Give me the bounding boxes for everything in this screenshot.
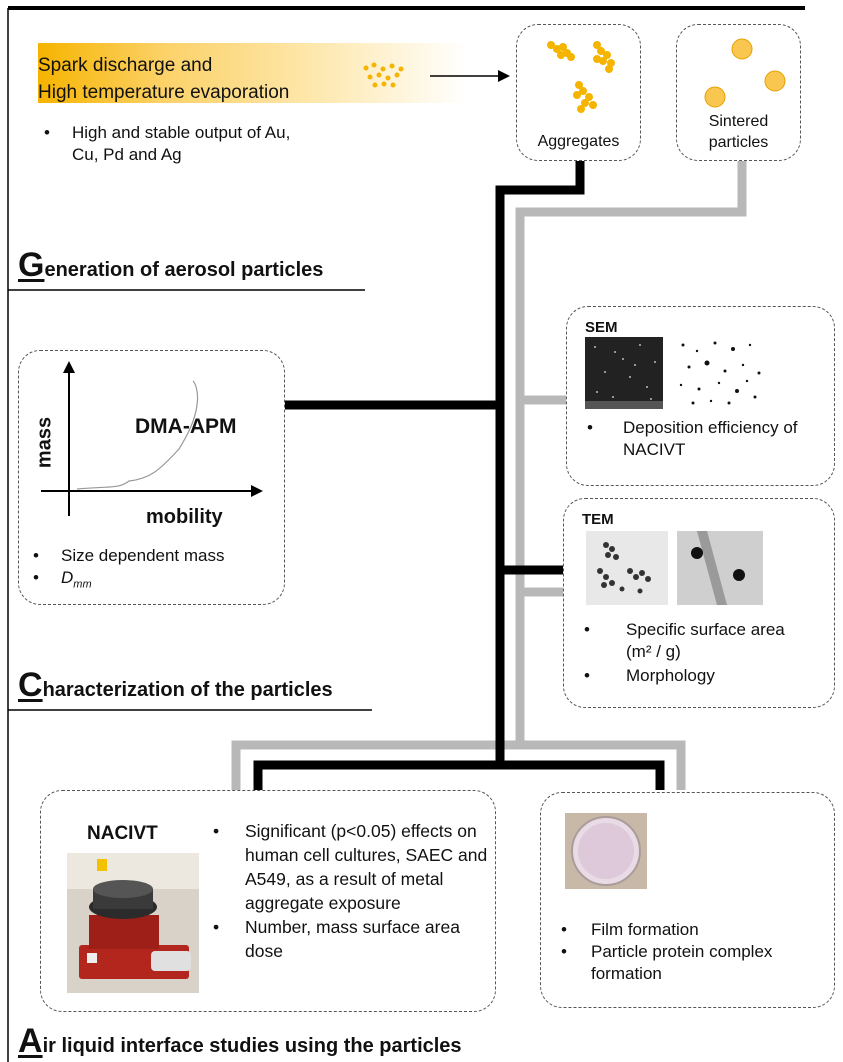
film-bullet-film-formation: Film formation [555, 919, 830, 941]
generation-bullets: High and stable output of Au, Cu, Pd and… [38, 122, 318, 166]
arrow-right-icon [430, 70, 510, 82]
dmm-subscript: mm [73, 578, 92, 591]
nacivt-bullet-dose: Number, mass surface area dose [207, 915, 491, 963]
tem-image-aggregates [586, 531, 668, 605]
dma-apm-bullets: Size dependent mass Dmm [27, 545, 277, 595]
petri-dish-photo [565, 813, 647, 889]
nacivt-box: NACIVT Significant (p<0.05) effects on h… [40, 790, 496, 1012]
film-box: Film formation Particle protein complex … [540, 792, 835, 1008]
source-label: Spark discharge and High temperature eva… [38, 52, 289, 106]
dmm-symbol: D [61, 568, 74, 587]
nacivt-label: NACIVT [87, 823, 158, 844]
dma-apm-box: DMA-APM mass mobility Size dependent mas… [18, 350, 285, 605]
dma-bullet-size-mass: Size dependent mass [27, 545, 277, 567]
ali-title: Air liquid interface studies using the p… [18, 1022, 462, 1061]
ali-title-rest: ir liquid interface studies using the pa… [42, 1035, 462, 1057]
aggregates-icon [547, 41, 615, 113]
ali-title-initial: A [18, 1022, 43, 1060]
mass-mobility-plot [41, 361, 263, 516]
source-line-1: Spark discharge and [38, 55, 213, 76]
sem-image-binary [675, 337, 765, 409]
sem-image-dark [585, 337, 663, 409]
dma-bullet-dmm: Dmm [27, 567, 277, 595]
film-bullets: Film formation Particle protein complex … [555, 919, 830, 985]
tem-bullet-morphology: Morphology [578, 665, 828, 687]
source-line-2: High temperature evaporation [38, 82, 290, 103]
particle-cluster-icon [363, 62, 404, 88]
sintered-label: Sintered particles [708, 113, 769, 151]
sintered-particles-icon [704, 38, 786, 108]
dma-bullet-text: Size dependent mass [61, 546, 225, 565]
sem-label: SEM [585, 319, 618, 336]
sem-box: SEM Deposition efficiency of NACIVT [566, 306, 835, 486]
y-axis-label: mass [33, 416, 56, 469]
characterization-title-rest: haracterization of the particles [42, 679, 333, 701]
film-bullet-protein-complex: Particle protein complex formation [555, 941, 830, 985]
characterization-title-initial: C [18, 666, 43, 704]
tem-box: TEM Specific surface area (m² / g) Morph… [563, 498, 835, 708]
nacivt-device-photo [67, 853, 199, 993]
generation-bullet: High and stable output of Au, Cu, Pd and… [38, 122, 318, 166]
tem-image-sintered [677, 531, 763, 605]
aggregates-box: Aggregates [516, 24, 641, 161]
tem-unit: (m² / g) [626, 642, 681, 661]
characterization-title: Characterization of the particles [18, 666, 333, 705]
sem-bullet: Deposition efficiency of NACIVT [581, 417, 826, 461]
sem-bullets: Deposition efficiency of NACIVT [581, 417, 826, 461]
tem-bullets: Specific surface area (m² / g) Morpholog… [578, 619, 828, 687]
dma-apm-label: DMA-APM [135, 415, 237, 438]
x-axis-label: mobility [146, 506, 223, 528]
nacivt-bullet-effects: Significant (p<0.05) effects on human ce… [207, 819, 491, 915]
tem-bullet-surface-text: Specific surface area [626, 620, 785, 639]
tem-label: TEM [582, 511, 614, 528]
nacivt-bullets: Significant (p<0.05) effects on human ce… [207, 819, 491, 963]
generation-title-rest: eneration of aerosol particles [44, 259, 324, 281]
generation-title: Generation of aerosol particles [18, 246, 323, 285]
tem-bullet-surface-area: Specific surface area (m² / g) [578, 619, 828, 663]
sintered-box: Sintered particles [676, 24, 801, 161]
generation-title-initial: G [18, 246, 45, 284]
aggregates-label: Aggregates [537, 133, 620, 150]
